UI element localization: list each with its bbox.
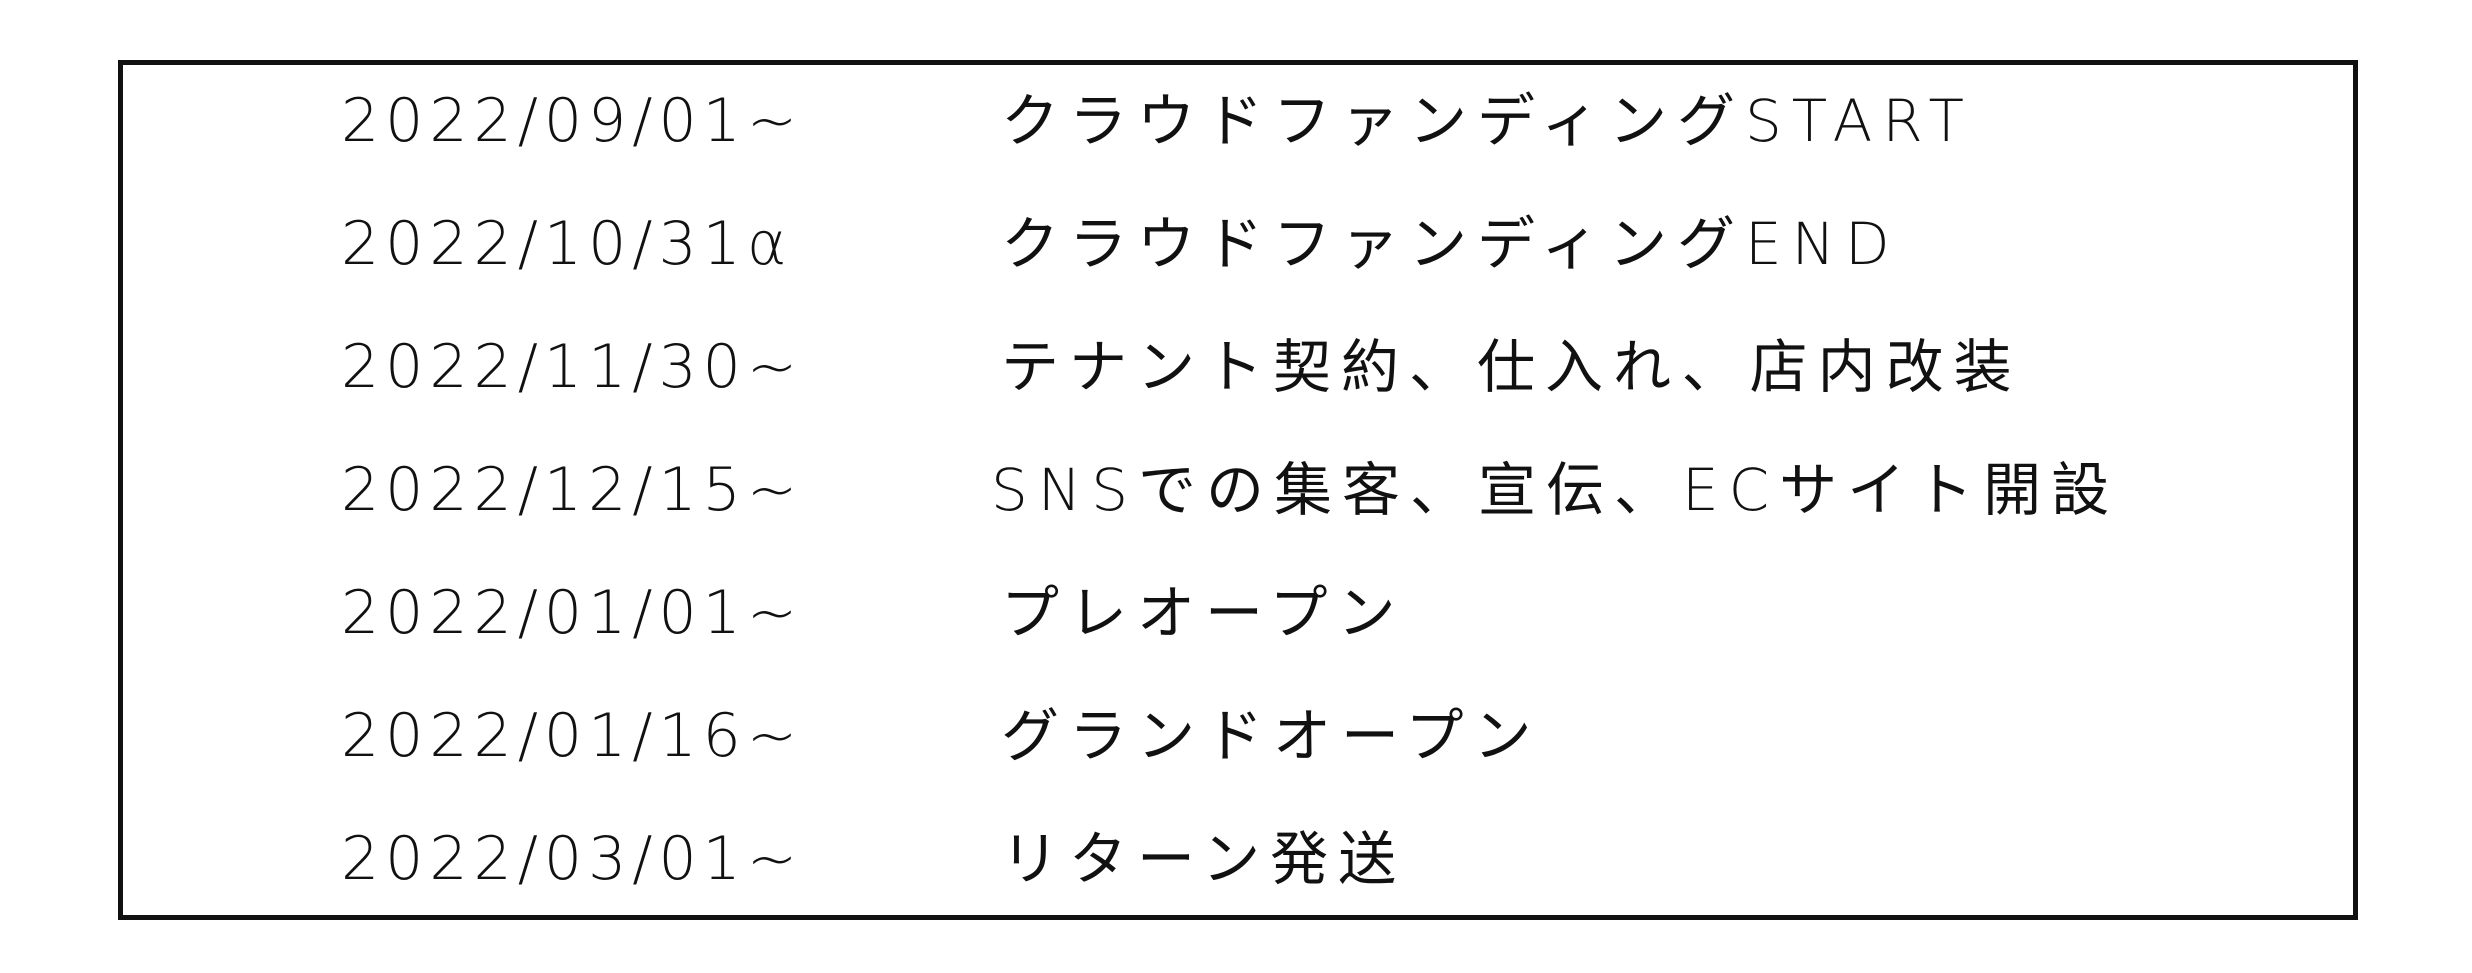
schedule-date: 2022/01/01~	[341, 578, 804, 648]
schedule-row: 2022/10/31α クラウドファンディングEND	[123, 199, 2353, 289]
schedule-row: 2022/09/01~ クラウドファンディングSTART	[123, 76, 2353, 166]
schedule-frame: 2022/09/01~ クラウドファンディングSTART 2022/10/31α…	[118, 60, 2358, 920]
schedule-event: リターン発送	[1001, 825, 1407, 893]
schedule-event: クラウドファンディングSTART	[1001, 87, 1974, 155]
schedule-event: SNSでの集客、宣伝、ECサイト開設	[991, 456, 2120, 524]
schedule-row: 2022/11/30~ テナント契約、仕入れ、店内改装	[123, 322, 2353, 412]
schedule-event: テナント契約、仕入れ、店内改装	[1001, 333, 2022, 401]
schedule-event: プレオープン	[1001, 579, 1406, 647]
schedule-date: 2022/11/30~	[341, 332, 804, 402]
schedule-event: グランドオープン	[1001, 702, 1542, 770]
schedule-date: 2022/01/16~	[341, 701, 804, 771]
schedule-date: 2022/03/01~	[341, 824, 804, 894]
schedule-event: クラウドファンディングEND	[1001, 210, 1900, 278]
schedule-date: 2022/12/15~	[341, 455, 804, 525]
schedule-row: 2022/01/01~ プレオープン	[123, 568, 2353, 658]
schedule-list: 2022/09/01~ クラウドファンディングSTART 2022/10/31α…	[123, 65, 2353, 915]
schedule-row: 2022/03/01~ リターン発送	[123, 814, 2353, 904]
schedule-date: 2022/09/01~	[341, 86, 804, 156]
schedule-row: 2022/01/16~ グランドオープン	[123, 691, 2353, 781]
schedule-row: 2022/12/15~ SNSでの集客、宣伝、ECサイト開設	[123, 445, 2353, 535]
schedule-date: 2022/10/31α	[341, 209, 793, 279]
